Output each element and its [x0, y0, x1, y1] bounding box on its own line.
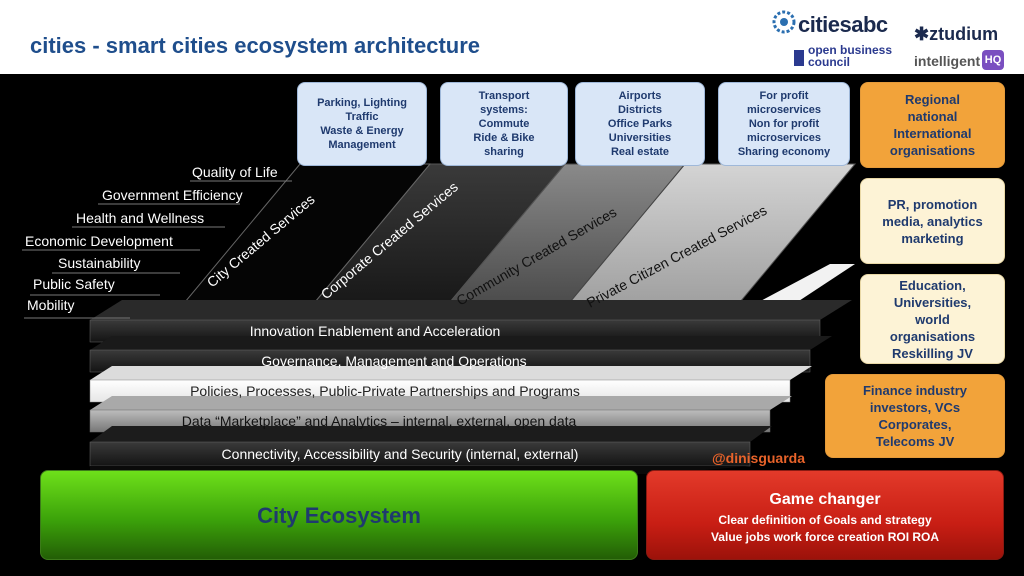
left-label-public-safety: Public Safety: [33, 276, 115, 292]
right-box-regional: Regional national International organisa…: [860, 82, 1005, 168]
layer-label-innovation: Innovation Enablement and Acceleration: [250, 323, 501, 339]
layer-innovation: [90, 300, 852, 320]
layer-label-governance: Governance, Management and Operations: [261, 353, 526, 369]
left-label-economic-development: Economic Development: [25, 233, 173, 249]
layer-connectivity-face: [89, 441, 751, 467]
hq-logo: HQ: [982, 50, 1004, 70]
header: cities - smart cities ecosystem architec…: [0, 0, 1024, 74]
right-box-pr: PR, promotion media, analytics marketing: [860, 178, 1005, 264]
game-changer-line2: Value jobs work force creation ROI ROA: [710, 530, 940, 544]
obc-logo: open business council: [808, 43, 893, 69]
intelligent-logo: intelligent: [914, 53, 981, 69]
top-box-transport: Transport systems: Commute Ride & Bike s…: [440, 82, 568, 166]
right-box-education: Education, Universities, world organisat…: [860, 274, 1005, 364]
ztudium-star-icon: ✱: [914, 24, 930, 44]
top-box-airports: Airports Districts Office Parks Universi…: [575, 82, 705, 166]
layer-governance-top: [90, 336, 832, 350]
service-slabs: [168, 163, 857, 321]
left-label-health-wellness: Health and Wellness: [76, 210, 205, 226]
layer-data-top: [90, 396, 792, 410]
layer-connectivity-top: [90, 426, 772, 442]
layer-label-policies: Policies, Processes, Public-Private Part…: [190, 383, 580, 399]
game-changer-box: Game changer Clear definition of Goals a…: [646, 470, 1004, 560]
left-label-government-efficiency: Government Efficiency: [102, 187, 243, 203]
left-guide-lines: [22, 180, 292, 319]
top-box-microservices: For profit microservices Non for profit …: [718, 82, 850, 166]
layer-policies-top: [90, 366, 812, 380]
left-label-quality-of-life: Quality of Life: [192, 164, 278, 180]
layer-label-connectivity: Connectivity, Accessibility and Security…: [222, 446, 579, 462]
logos: citiesabc ✱ztudium open business council…: [770, 6, 1020, 72]
page-title: cities - smart cities ecosystem architec…: [30, 33, 481, 58]
city-ecosystem-box: City Ecosystem: [40, 470, 638, 560]
diagram-stage: City Created Services Corporate Created …: [0, 74, 1024, 576]
game-changer-line1: Clear definition of Goals and strategy: [718, 513, 932, 527]
city-ecosystem-label: City Ecosystem: [257, 503, 421, 528]
right-box-finance: Finance industry investors, VCs Corporat…: [825, 374, 1005, 458]
left-label-sustainability: Sustainability: [58, 255, 141, 271]
architecture-diagram: City Created Services Corporate Created …: [22, 163, 857, 474]
layers: [89, 300, 852, 474]
citiesabc-logo-icon: [772, 10, 796, 34]
layer-label-data: Data “Marketplace” and Analytics – inter…: [182, 413, 577, 429]
top-box-parking: Parking, Lighting Traffic Waste & Energy…: [297, 82, 427, 166]
left-label-mobility: Mobility: [27, 297, 75, 313]
ztudium-logo: ✱ztudium: [914, 24, 999, 44]
game-changer-title: Game changer: [769, 491, 881, 508]
author-handle: @dinisguarda: [712, 450, 805, 466]
obc-logo-icon: [794, 50, 804, 66]
citiesabc-logo: citiesabc: [798, 12, 888, 37]
